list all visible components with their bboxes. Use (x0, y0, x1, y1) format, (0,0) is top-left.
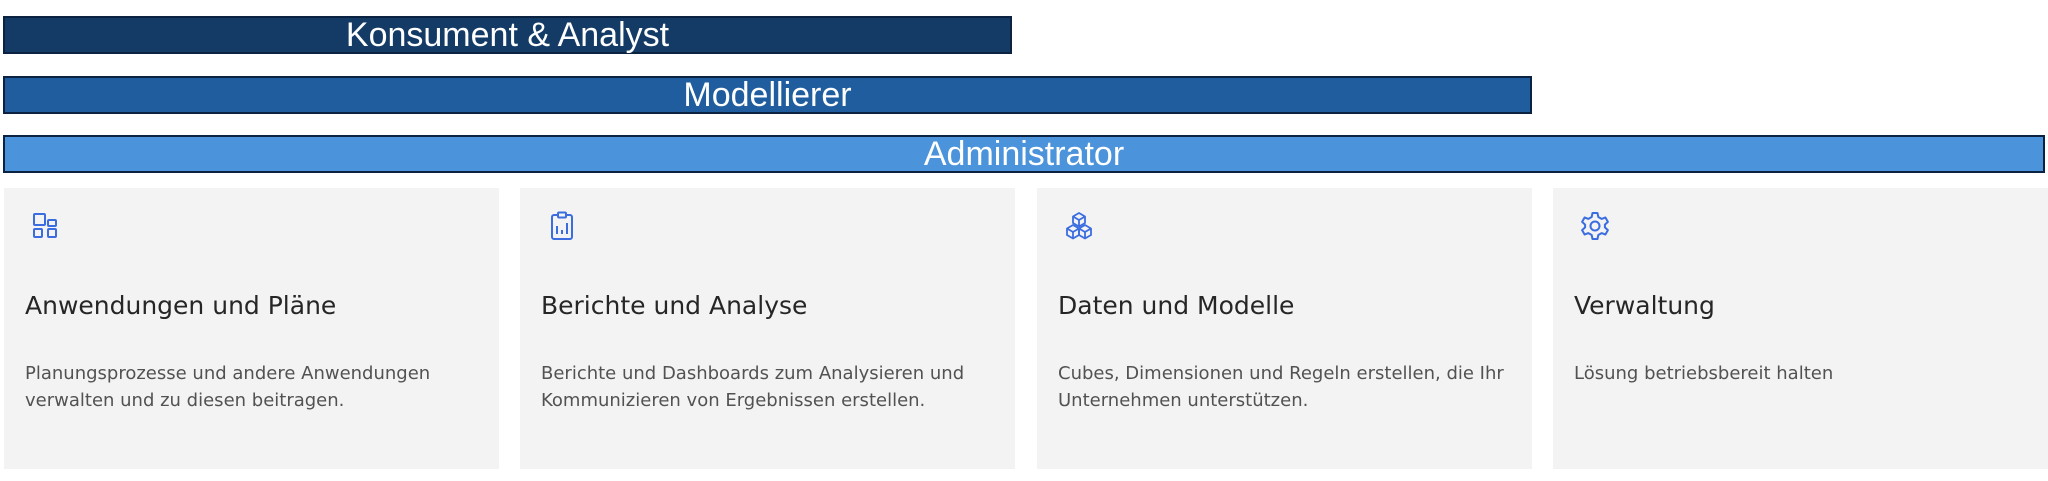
cubes-icon (1063, 210, 1095, 242)
card-title: Berichte und Analyse (541, 291, 808, 320)
card-verwaltung[interactable]: Verwaltung Lösung betriebsbereit halten (1553, 188, 2048, 469)
card-title: Anwendungen und Pläne (25, 291, 337, 320)
role-label: Konsument & Analyst (345, 16, 670, 54)
role-label: Modellierer (683, 76, 852, 114)
card-title: Daten und Modelle (1058, 291, 1295, 320)
card-description: Lösung betriebsbereit halten (1574, 363, 1834, 384)
card-daten-und-modelle[interactable]: Daten und Modelle Cubes, Dimensionen und… (1037, 188, 1532, 469)
card-description: Cubes, Dimensionen und Regeln erstellen,… (1058, 363, 1504, 411)
card-description: Berichte und Dashboards zum Analysieren … (541, 363, 965, 411)
card-berichte-und-analyse[interactable]: Berichte und Analyse Berichte und Dashbo… (520, 188, 1015, 469)
role-bar-konsument-analyst: Konsument & Analyst (3, 16, 1012, 54)
card-title: Verwaltung (1574, 291, 1715, 320)
apps-icon (30, 210, 62, 242)
gear-icon (1579, 210, 1611, 242)
card-anwendungen-und-plaene[interactable]: Anwendungen und Pläne Planungsprozesse u… (4, 188, 499, 469)
role-label: Administrator (923, 135, 1125, 173)
card-description: Planungsprozesse und andere Anwendungen … (25, 363, 431, 411)
role-bar-modellierer: Modellierer (3, 76, 1532, 114)
role-bar-administrator: Administrator (3, 135, 2045, 173)
report-clipboard-icon (546, 210, 578, 242)
